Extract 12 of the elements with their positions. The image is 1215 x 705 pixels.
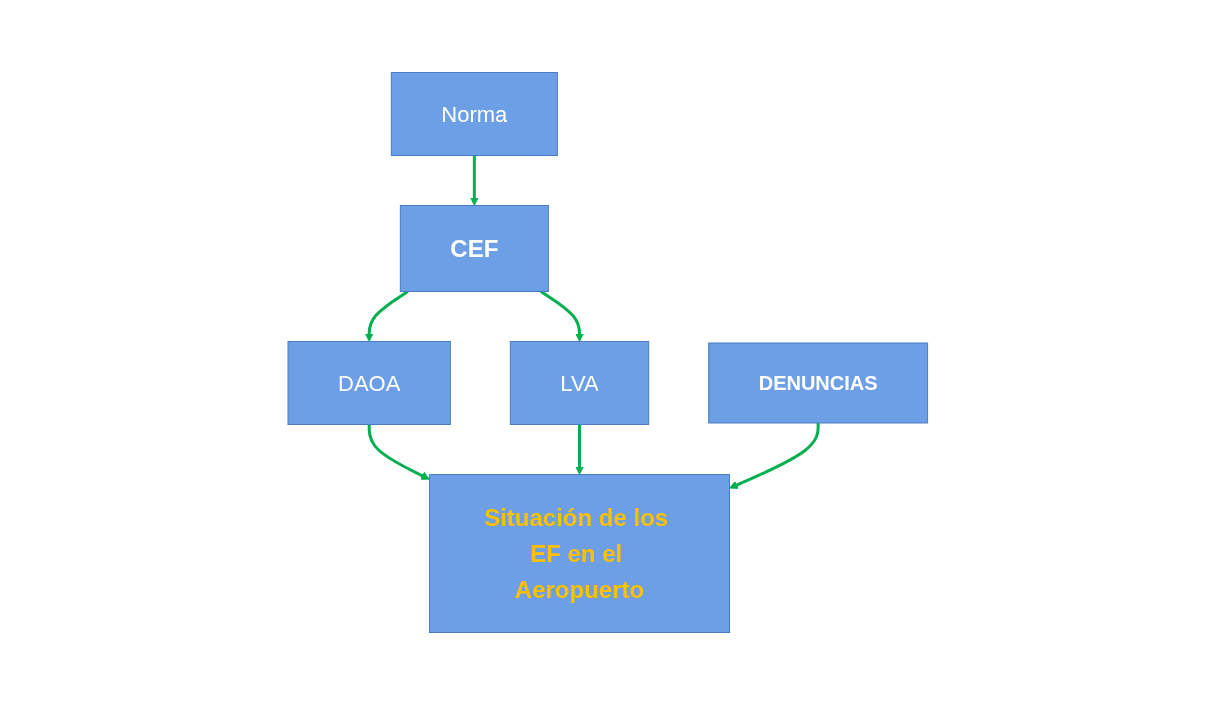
arrow [574, 424, 584, 475]
arrow [367, 424, 430, 480]
node-box: Norma [390, 72, 558, 156]
arrow [364, 290, 409, 342]
arrow [539, 290, 584, 342]
node-box: DENUNCIAS [707, 342, 928, 424]
arrow [469, 155, 479, 206]
node-box: CEF [399, 205, 549, 292]
node-box: LVA [509, 341, 649, 425]
node-box: Situación de los EF en el Aeropuerto [428, 474, 730, 633]
node-box: DAOA [287, 341, 451, 425]
arrow [728, 423, 820, 489]
